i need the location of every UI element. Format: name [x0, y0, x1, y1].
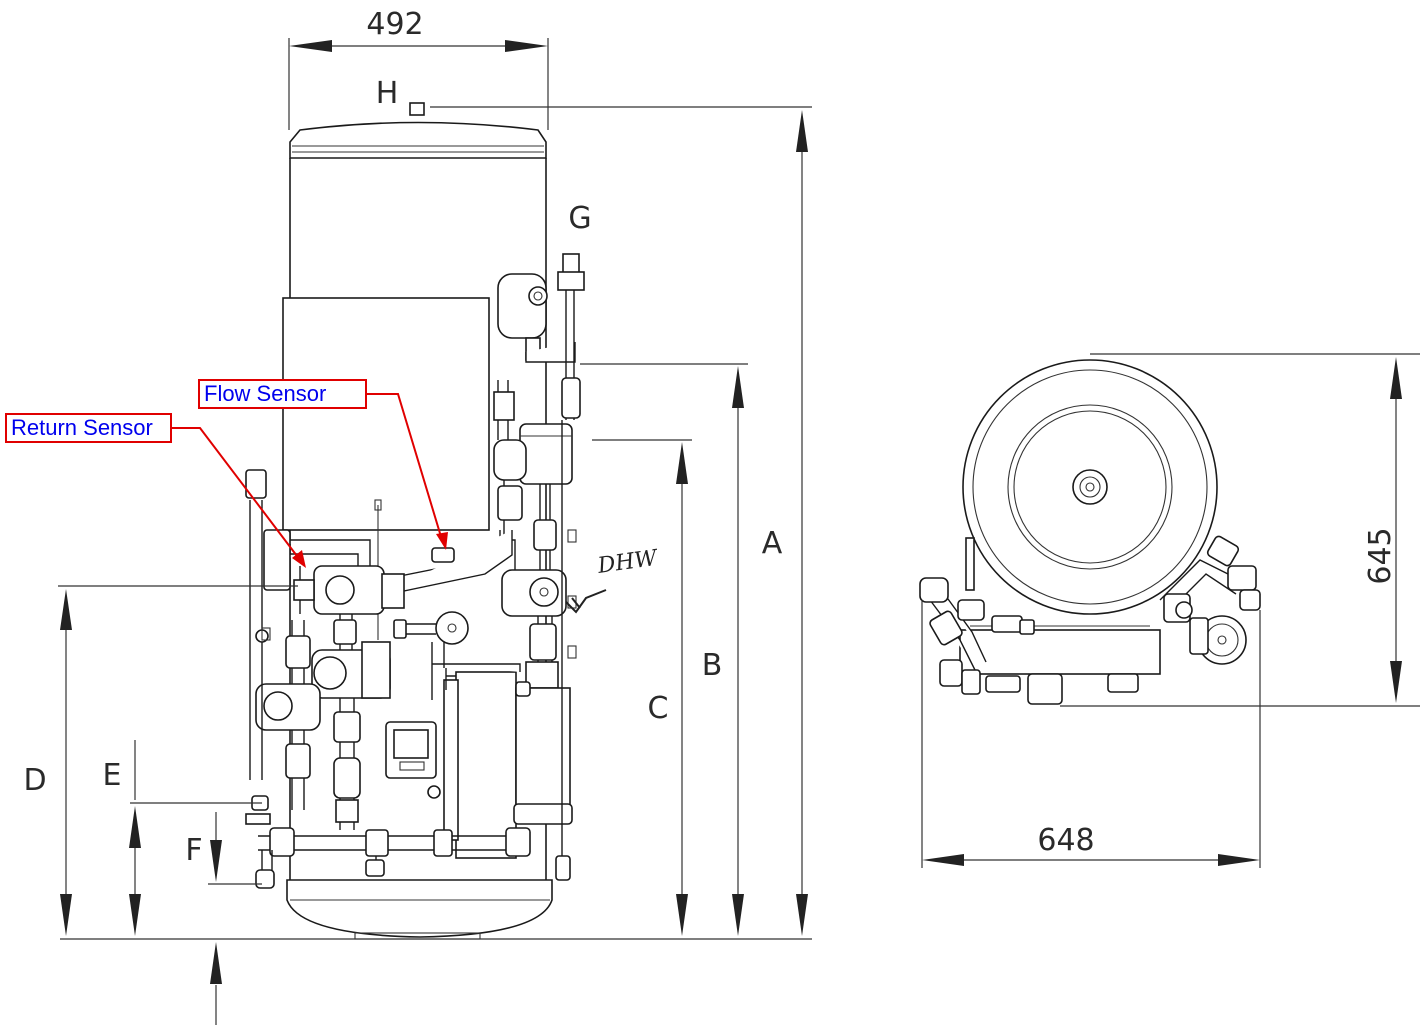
front-elevation: 492 [23, 7, 812, 1025]
dimension-e: E [103, 740, 262, 936]
plan-view: 645 648 [919, 353, 1420, 868]
dhw-handwritten-text: DHW [595, 546, 661, 580]
return-sensor-leader [168, 427, 306, 568]
controller-panel [282, 297, 490, 531]
label-g: G [568, 201, 591, 236]
dimension-width-plan: 648 [921, 600, 1261, 868]
plan-left-pipework [919, 577, 1139, 705]
central-heating-valve-block [293, 565, 405, 615]
display-unit [385, 721, 441, 799]
pressure-gauge [393, 611, 469, 668]
bottom-manifold [245, 420, 571, 889]
flow-sensor-callout: Flow Sensor [198, 379, 367, 409]
width-top-label: 492 [366, 7, 423, 42]
dhw-pump [501, 569, 567, 689]
dimension-a: A [60, 106, 812, 940]
primary-pump [311, 614, 391, 830]
label-e: E [103, 758, 122, 793]
label-f: F [185, 833, 202, 868]
label-a: A [762, 526, 783, 561]
depth-plan-label: 645 [1363, 527, 1398, 584]
dimension-depth-plan: 645 [1060, 353, 1420, 707]
dimension-width-top: 492 [288, 7, 549, 130]
expansion-vessel-and-valve [497, 253, 585, 420]
label-c: C [648, 691, 669, 726]
dimension-b: B [580, 363, 748, 936]
label-b: B [702, 648, 723, 683]
return-sensor-callout: Return Sensor [5, 413, 172, 443]
cylinder-lid [289, 102, 547, 159]
dimension-d: D [23, 585, 298, 936]
dhw-manifold [493, 380, 573, 580]
flow-sensor-leader [362, 393, 448, 550]
dimension-f: F [185, 812, 262, 1025]
dimension-c: C [592, 439, 692, 936]
plan-right-pipework [1159, 535, 1261, 665]
label-h: H [376, 76, 399, 111]
plate-heat-exchanger [431, 663, 573, 859]
dhw-handwritten-annotation: DHW [565, 546, 661, 614]
secondary-pump [245, 469, 321, 811]
label-d: D [23, 763, 46, 798]
width-plan-label: 648 [1037, 823, 1094, 858]
